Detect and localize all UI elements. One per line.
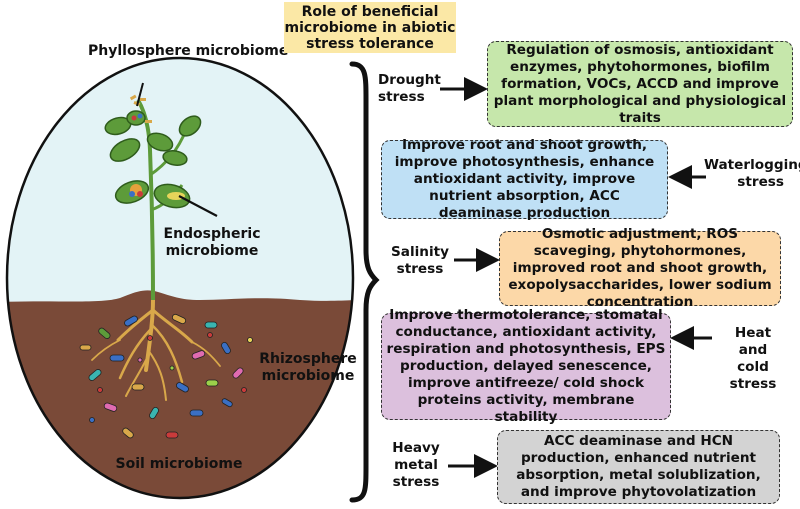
heavy-metal-stress-label: Heavy metal stress: [392, 440, 440, 490]
salinity-effects-box: Osmotic adjustment, ROS scaveging, phyto…: [499, 226, 781, 310]
rhizosphere-microbes: [79, 313, 253, 439]
endospheric-pointer: [178, 195, 218, 217]
rhizosphere-label: Rhizosphere microbiome: [259, 351, 357, 384]
plant-illustration: [5, 56, 355, 500]
drought-stress-label: Drought stress: [378, 72, 441, 105]
drought-effects-box: Regulation of osmosis, antioxidant enzym…: [487, 41, 793, 127]
soil-label: Soil microbiome: [115, 456, 243, 472]
heavy-metal-effects-box: ACC deaminase and HCN production, enhanc…: [497, 430, 780, 504]
waterlogging-stress-label: Waterlogging stress: [704, 157, 800, 190]
phyllosphere-microbes: [129, 94, 152, 123]
phyllosphere-pointer: [136, 82, 144, 107]
heat-cold-effects-box: Improve thermotolerance, stomatal conduc…: [381, 307, 671, 425]
heat-cold-stress-label: Heat and cold stress: [729, 325, 777, 392]
endospheric-microbes: [129, 184, 185, 200]
microbiome-oval: [5, 56, 355, 500]
roots: [91, 298, 221, 401]
waterlogging-effects-box: Improve root and shoot growth, improve p…: [381, 137, 668, 221]
diagram-title: Role of beneficial microbiome in abiotic…: [284, 2, 456, 53]
endospheric-label: Endospheric microbiome: [163, 226, 261, 259]
leaves: [104, 110, 202, 209]
curly-bracket: [349, 61, 380, 503]
salinity-stress-label: Salinity stress: [391, 244, 449, 277]
